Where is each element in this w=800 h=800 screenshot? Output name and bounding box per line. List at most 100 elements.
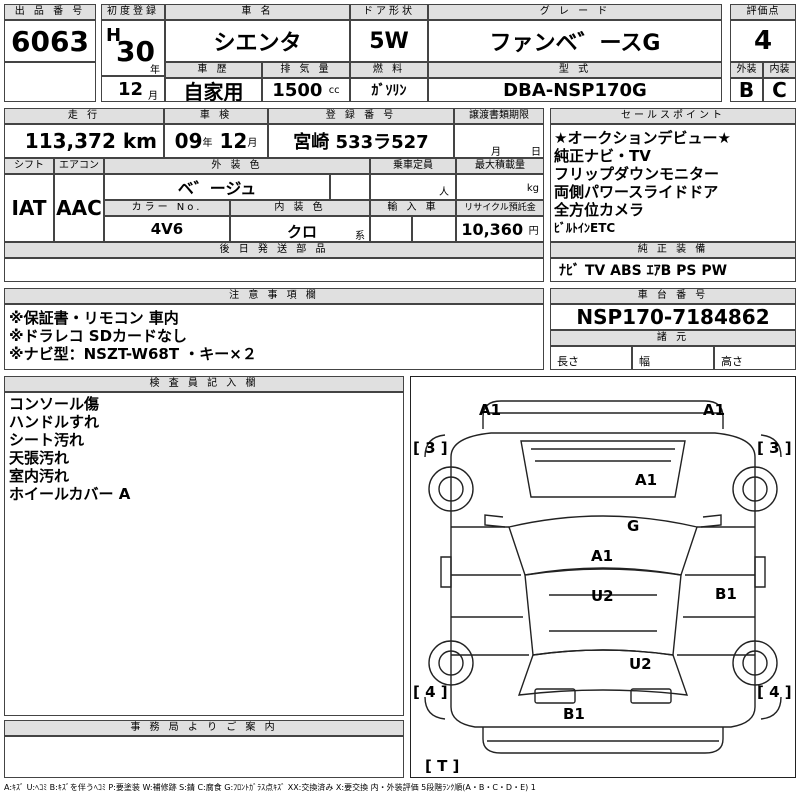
ext-label: 外装	[730, 62, 763, 78]
spec-label: 諸 元	[550, 330, 796, 346]
grade: ファンベ゛ースG	[428, 20, 722, 62]
first-reg-label: 初度登録	[101, 4, 165, 20]
chassis-number: NSP170-7184862	[550, 304, 796, 330]
max-load: kg	[456, 174, 544, 200]
int-color-unit: 系	[355, 231, 365, 242]
ext-color: ベ゛ージュ	[104, 174, 330, 200]
reg-month-unit: 月	[148, 91, 158, 102]
plate-label: 登 録 番 号	[268, 108, 454, 124]
transfer-deadline: 月 日	[454, 124, 544, 158]
mileage-value: 113,372	[24, 129, 116, 153]
history-label: 車 歴	[165, 62, 262, 78]
damage-mark: A1	[635, 471, 658, 489]
notes: ※保証書・リモコン 車内 ※ドラレコ SDカードなし ※ナビ型：NSZT-W68…	[4, 304, 544, 370]
spec-height: 高さ	[714, 346, 796, 370]
history: 自家用	[165, 78, 262, 102]
inspect-year-unit: 年	[202, 137, 213, 149]
sales-item: ﾋﾞﾙﾄｲﾝETC	[554, 221, 616, 235]
car-diagram: A1 A1 A1 G A1 U2 B1 U2 B1 [ 3 ] [ 3 ] [ …	[410, 376, 796, 778]
colorno-label: カラー No.	[104, 200, 230, 216]
later-parts	[4, 258, 544, 282]
legend: A:ｷｽﾞ U:ﾍｺﾐ B:ｷｽﾞを伴うﾍｺﾐ P:要塗装 W:補修跡 S:錆 …	[4, 783, 536, 792]
spare-tire: [ T ]	[425, 757, 460, 775]
door-type: 5W	[350, 20, 428, 62]
disp-unit: cc	[328, 84, 340, 96]
score: 4	[730, 20, 796, 62]
damage-mark: B1	[715, 585, 737, 603]
shift-label: シフト	[4, 158, 54, 174]
mileage-label: 走 行	[4, 108, 164, 124]
import-label: 輸 入 車	[370, 200, 456, 216]
sales-points: ★オークションデビュー★ 純正ナビ・TV フリップダウンモニター 両側パワースラ…	[550, 124, 796, 242]
note-item: ※ドラレコ SDカードなし	[9, 327, 188, 345]
recycle: 10,360 円	[456, 216, 544, 242]
inspect-label: 車 検	[164, 108, 268, 124]
fuel: ｶﾞｿﾘﾝ	[350, 78, 428, 102]
damage-mark: A1	[703, 401, 726, 419]
load-label: 最大積載量	[456, 158, 544, 174]
damage-mark: U2	[591, 587, 614, 605]
note-item: ※保証書・リモコン 車内	[9, 309, 179, 327]
inspect-month: 12	[219, 129, 248, 153]
reg-month: 12	[118, 79, 144, 100]
mileage: 113,372 km	[4, 124, 164, 158]
sales-item: フリップダウンモニター	[554, 165, 720, 183]
transfer-label: 譲渡書類期限	[454, 108, 544, 124]
color-label: 外 装 色	[104, 158, 370, 174]
inspector-label: 検 査 員 記 入 欄	[4, 376, 404, 392]
damage-mark: B1	[563, 705, 585, 723]
sales-item: 両側パワースライドドア	[554, 183, 719, 201]
sales-item: 全方位カメラ	[554, 201, 645, 219]
office-notes	[4, 736, 404, 778]
capacity: 人	[370, 174, 456, 200]
car-outline	[424, 400, 782, 754]
sales-item: 純正ナビ・TV	[554, 147, 651, 165]
lot-blank	[4, 62, 96, 102]
first-reg-year: H 30 年	[101, 20, 165, 76]
mileage-unit: km	[122, 129, 157, 153]
fuel-label: 燃 料	[350, 62, 428, 78]
grade-label: グ レ ー ド	[428, 4, 722, 20]
sales-item: ★オークションデビュー★	[554, 129, 731, 147]
era: H	[106, 25, 122, 46]
recycle-value: 10,360	[461, 219, 524, 239]
capacity-label: 乗車定員	[370, 158, 456, 174]
model-label: 型 式	[428, 62, 722, 78]
lot-number: 6063	[4, 20, 96, 62]
int-color: クロ 系	[230, 216, 370, 242]
model-code: DBA-NSP170G	[428, 78, 722, 102]
shift: IAT	[4, 174, 54, 242]
note-item: ※ナビ型：NSZT-W68T ・キー×２	[9, 345, 257, 363]
plate: 宮崎 533ラ527	[268, 124, 454, 158]
later-parts-label: 後 日 発 送 部 品	[4, 242, 544, 258]
intcolor-label: 内 装 色	[230, 200, 370, 216]
transfer-day-unit: 日	[531, 147, 541, 158]
notes-label: 注 意 事 項 欄	[4, 288, 544, 304]
name-label: 車 名	[165, 4, 350, 20]
lot-label: 出 品 番 号	[4, 4, 96, 20]
tire-depth: [ 4 ]	[413, 683, 448, 701]
reg-year-unit: 年	[150, 65, 160, 76]
tire-depth: [ 3 ]	[413, 439, 448, 457]
int-grade: C	[763, 78, 796, 102]
chassis-label: 車 台 番 号	[550, 288, 796, 304]
aircon: AAC	[54, 174, 104, 242]
load-unit: kg	[526, 183, 539, 194]
damage-mark: A1	[479, 401, 502, 419]
reg-year: 30	[116, 35, 155, 68]
equip-label: 純 正 装 備	[550, 242, 796, 258]
damage-mark: U2	[629, 655, 652, 673]
damage-mark: G	[627, 517, 640, 535]
equipment: ﾅﾋﾞ TV ABS ｴｱB PS PW	[550, 258, 796, 282]
inspect-month-unit: 月	[247, 137, 258, 149]
disp-label: 排 気 量	[262, 62, 350, 78]
inspector-item: 天張汚れ	[9, 449, 70, 467]
first-reg-month: 12 月	[101, 76, 165, 102]
int-label: 内装	[763, 62, 796, 78]
displacement: 1500 cc	[262, 78, 350, 102]
ext-color-blank	[330, 174, 370, 200]
capacity-unit: 人	[439, 187, 449, 198]
int-color-value: クロ	[287, 223, 318, 241]
car-name: シエンタ	[165, 20, 350, 62]
